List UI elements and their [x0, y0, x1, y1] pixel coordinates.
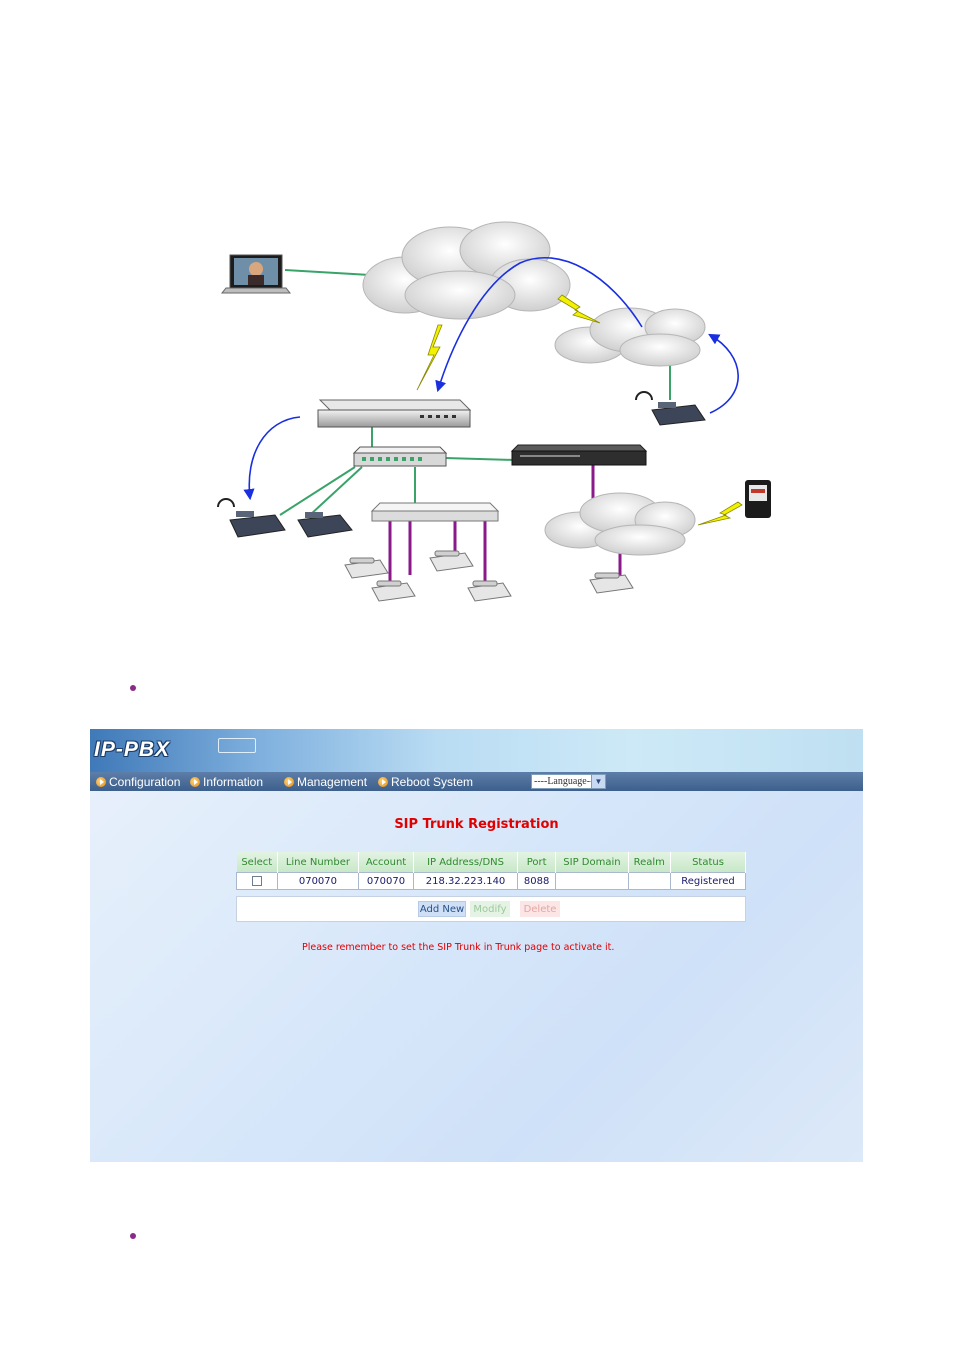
ip-pbx-device-icon: [317, 399, 472, 428]
wireless-bolt-icon: [416, 324, 443, 391]
language-select-value: ----Language----: [534, 776, 601, 787]
pstn-cloud-top: [554, 307, 706, 367]
column-header: Account: [358, 852, 415, 873]
menu-label: Information: [203, 774, 264, 789]
menu-configuration[interactable]: Configuration: [96, 774, 180, 789]
menu-management[interactable]: Management: [284, 774, 367, 789]
trunk-lines: [388, 465, 622, 590]
status-cell: Registered: [670, 872, 746, 890]
list-bullet: [130, 1233, 136, 1239]
banner-decoration: [218, 738, 256, 753]
row-select-checkbox[interactable]: [251, 875, 262, 886]
column-header: SIP Domain: [555, 852, 629, 873]
language-select[interactable]: ----Language---- ▼: [531, 774, 606, 789]
wireless-bolt-icon: [557, 294, 601, 324]
arrow-bullet-icon: [96, 776, 106, 787]
column-header: Select: [236, 852, 278, 873]
list-bullet: [130, 685, 136, 691]
chevron-down-icon[interactable]: ▼: [591, 775, 605, 788]
page-title: SIP Trunk Registration: [394, 817, 559, 832]
menu-label: Management: [297, 774, 368, 789]
mobile-phone-icon: [745, 480, 771, 518]
ip-phone-with-headset-icon: [635, 391, 706, 426]
pbx-logo: IP-PBX: [94, 738, 171, 761]
sip-domain-cell: [555, 872, 629, 890]
voip-gateway-icon: [510, 444, 648, 466]
trunk-reminder-note: Please remember to set the SIP Trunk in …: [302, 942, 615, 953]
fxs-gateway-icon: [370, 502, 500, 522]
menu-information[interactable]: Information: [190, 774, 263, 789]
arrow-bullet-icon: [284, 776, 294, 787]
analog-phone-icon: [467, 580, 512, 602]
network-switch-icon: [352, 446, 448, 467]
pstn-cloud-bottom: [544, 492, 696, 556]
table-actions: Add New Modify Delete: [236, 896, 746, 922]
analog-phone-icon: [429, 550, 474, 572]
line-number-cell: 070070: [276, 872, 359, 890]
add-new-button[interactable]: Add New: [418, 901, 466, 917]
call-arrow: [708, 333, 739, 414]
ip-phone-with-headset-icon: [217, 498, 286, 538]
sip-trunk-table: Select Line Number Account IP Address/DN…: [236, 852, 746, 890]
analog-phone-icon: [589, 572, 634, 594]
column-header: IP Address/DNS: [413, 852, 518, 873]
pbx-menu-bar: Configuration Information Management Reb…: [90, 772, 863, 791]
laptop-icon: [220, 254, 292, 294]
call-arrow: [243, 416, 301, 501]
ip-phone-icon: [297, 512, 353, 538]
menu-label: Reboot System: [391, 774, 474, 789]
menu-reboot-system[interactable]: Reboot System: [378, 774, 473, 789]
call-arrow: [435, 257, 643, 393]
internet-cloud: [362, 221, 571, 320]
analog-phone-icon: [344, 557, 389, 579]
table-row: 070070 070070 218.32.223.140 8088 Regist…: [236, 872, 746, 890]
pbx-banner: IP-PBX: [90, 729, 863, 772]
ip-address-cell: 218.32.223.140: [413, 872, 518, 890]
modify-button[interactable]: Modify: [470, 901, 510, 917]
account-cell: 070070: [357, 872, 415, 890]
column-header: Realm: [628, 852, 672, 873]
network-links: [279, 269, 671, 516]
wireless-bolt-icon: [697, 501, 743, 526]
analog-phone-icon: [371, 580, 416, 602]
network-diagram: [217, 221, 771, 602]
column-header: Port: [517, 852, 557, 873]
delete-button[interactable]: Delete: [520, 901, 560, 917]
select-cell: [236, 872, 278, 890]
column-header: Line Number: [277, 852, 359, 873]
ip-pbx-screenshot: IP-PBX Configuration Information Managem…: [90, 729, 863, 1162]
arrow-bullet-icon: [378, 776, 388, 787]
port-cell: 8088: [516, 872, 557, 890]
column-header: Status: [670, 852, 746, 873]
arrow-bullet-icon: [190, 776, 200, 787]
menu-label: Configuration: [109, 774, 181, 789]
realm-cell: [627, 872, 672, 890]
